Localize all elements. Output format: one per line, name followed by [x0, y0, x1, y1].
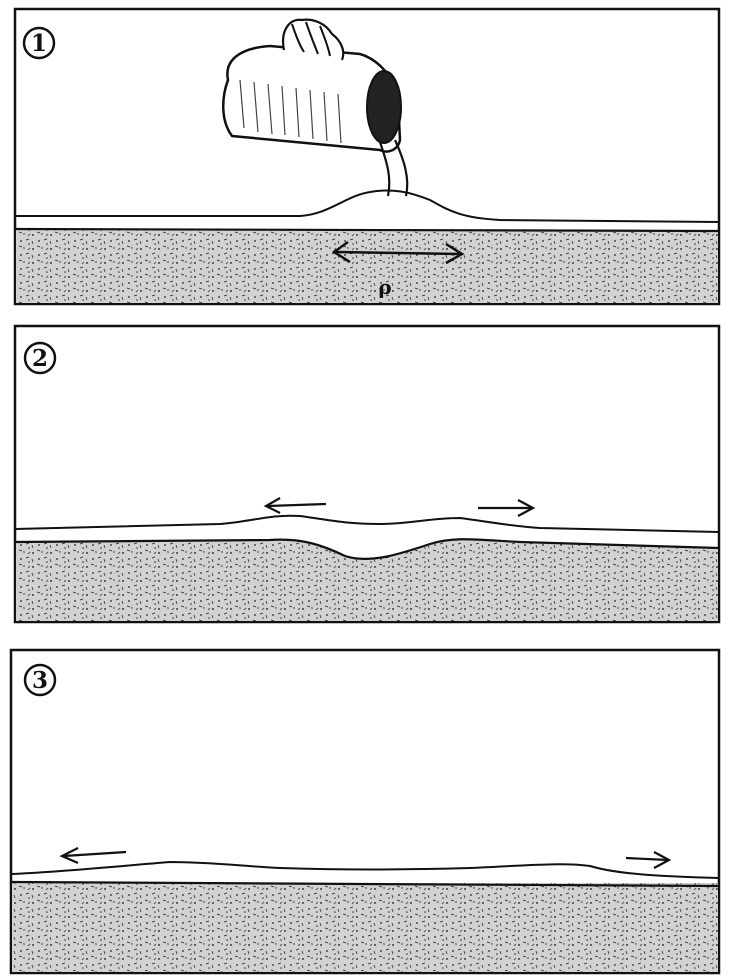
panel-2: 2: [0, 318, 734, 630]
sediment-layer: [12, 883, 718, 972]
panel-number: 3: [32, 667, 48, 694]
panel-1: 1 ρ: [0, 0, 734, 310]
panel-number: 1: [31, 30, 47, 57]
panel-3: 3: [0, 640, 734, 975]
sediment-layer: [16, 230, 718, 303]
panel-number-badge: 3: [25, 665, 55, 695]
panel-number-badge: 2: [25, 343, 55, 373]
density-label: ρ: [378, 275, 391, 299]
panel-number: 2: [32, 345, 48, 372]
panel-number-badge: 1: [24, 28, 54, 58]
